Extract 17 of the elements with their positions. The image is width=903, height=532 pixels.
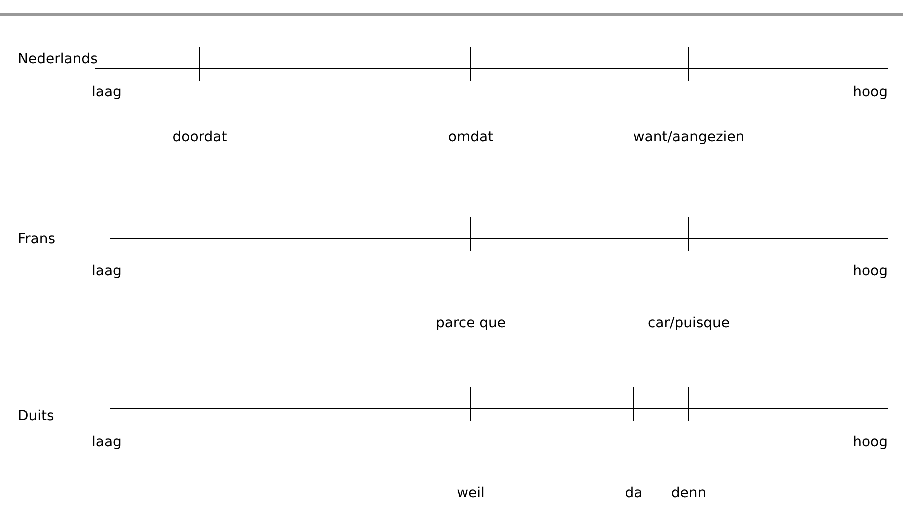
scale-label: want/aangezien <box>633 128 745 148</box>
scale-label: Nederlands <box>18 50 98 70</box>
scale-label: hoog <box>853 434 888 452</box>
scale-label: Frans <box>18 230 56 250</box>
scale-label: parce que <box>436 314 506 334</box>
scale-label: omdat <box>448 128 494 148</box>
scale-label: car/puisque <box>648 314 730 334</box>
scale-label: laag <box>92 262 122 282</box>
scale-label: Duits <box>18 408 54 426</box>
scale-label: doordat <box>172 128 228 148</box>
scale-label: weil <box>457 484 485 504</box>
scale-label: da <box>625 484 643 504</box>
scale-label: hoog <box>853 84 888 102</box>
scale-label: hoog <box>853 262 888 282</box>
scale-label: denn <box>671 484 707 504</box>
scale-label: laag <box>92 84 122 102</box>
scale-label: laag <box>92 434 122 452</box>
